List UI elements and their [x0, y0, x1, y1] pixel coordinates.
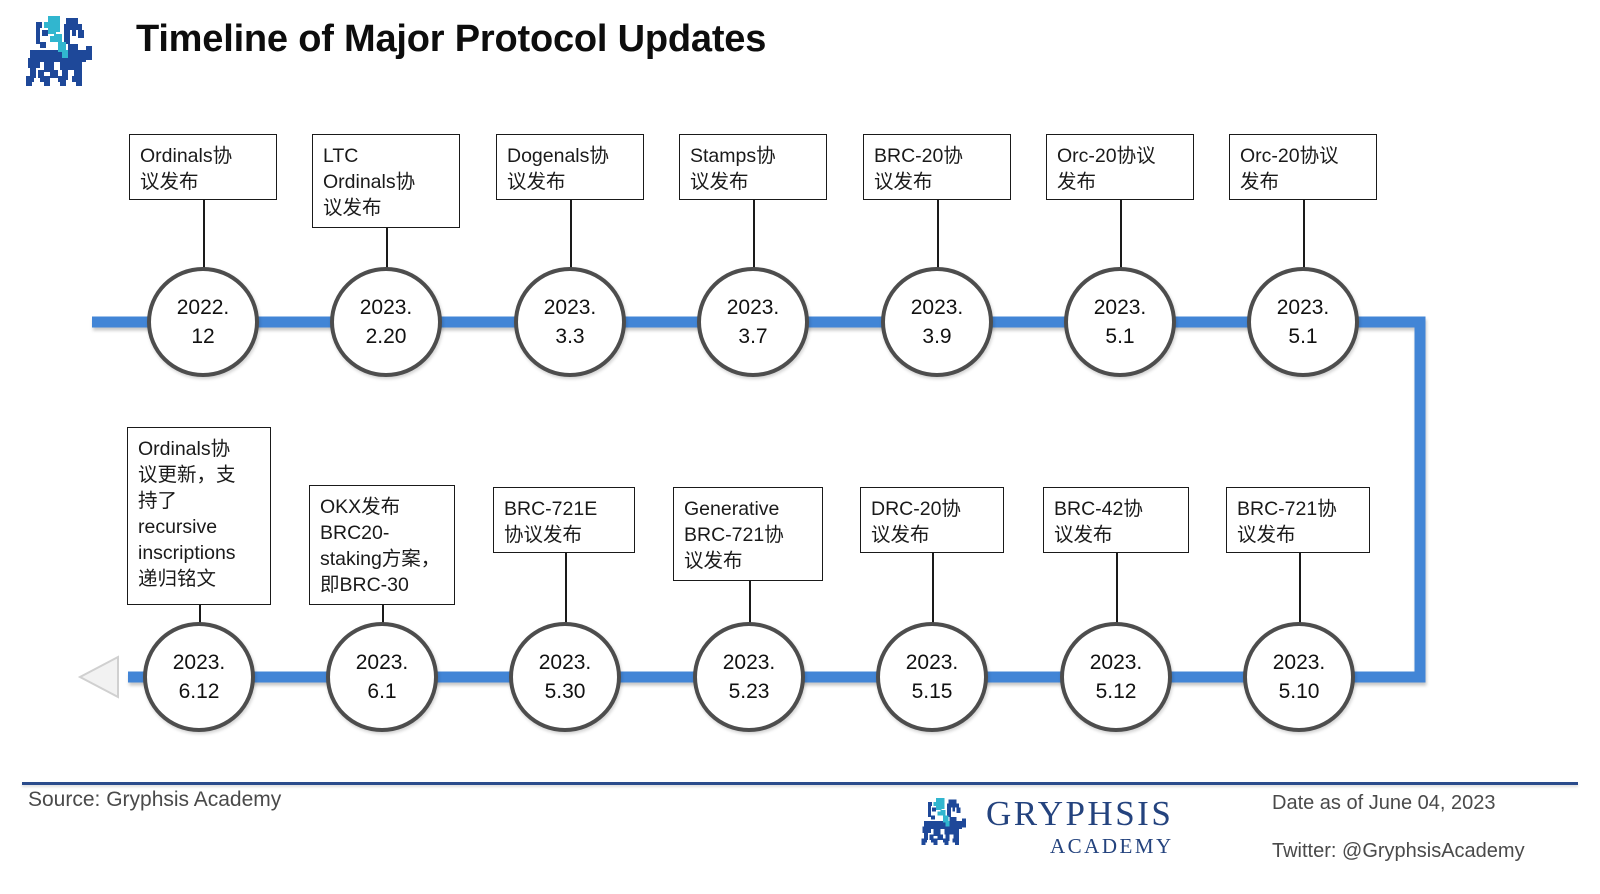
- event-label-box: Generative BRC-721协 议发布: [673, 487, 823, 581]
- timeline-node[interactable]: 2023. 5.12: [1060, 622, 1172, 732]
- twitter-handle: Twitter: @GryphsisAcademy: [1272, 840, 1525, 862]
- node-date-line1: 2023.: [543, 296, 597, 319]
- node-date-line2: 5.12: [1095, 680, 1137, 703]
- gryphsis-dragon-icon: [18, 14, 110, 92]
- timeline-node[interactable]: 2023. 3.3: [514, 267, 626, 377]
- event-label-box: Stamps协 议发布: [679, 134, 827, 200]
- footer-divider: [22, 782, 1578, 785]
- node-date-line1: 2023.: [726, 296, 780, 319]
- node-date-line2: 5.30: [544, 680, 586, 703]
- node-date-line2: 3.7: [738, 325, 768, 348]
- connector-stem: [749, 581, 751, 623]
- connector-stem: [386, 228, 388, 268]
- node-date-line1: 2023.: [905, 651, 959, 674]
- node-date-line1: 2023.: [538, 651, 592, 674]
- connector-stem: [1116, 553, 1118, 623]
- node-date-line1: 2023.: [355, 651, 409, 674]
- timeline-node[interactable]: 2023. 3.9: [881, 267, 993, 377]
- event-label-box: Orc-20协议 发布: [1046, 134, 1194, 200]
- node-date-line2: 3.9: [922, 325, 952, 348]
- node-date-line1: 2023.: [910, 296, 964, 319]
- event-label-box: Dogenals协 议发布: [496, 134, 644, 200]
- connector-stem: [932, 553, 934, 623]
- page-title: Timeline of Major Protocol Updates: [136, 18, 767, 60]
- event-label-box: BRC-42协 议发布: [1043, 487, 1189, 553]
- node-date-line1: 2023.: [722, 651, 776, 674]
- timeline-node[interactable]: 2023. 6.1: [326, 622, 438, 732]
- brand-subtitle: ACADEMY: [1050, 834, 1174, 858]
- event-label-box: BRC-721协 议发布: [1226, 487, 1370, 553]
- timeline-node[interactable]: 2023. 5.10: [1243, 622, 1355, 732]
- node-date-line1: 2023.: [1272, 651, 1326, 674]
- node-date-line2: 12: [191, 325, 215, 348]
- connector-stem: [203, 200, 205, 268]
- footer-brand-logo: GRYPHSIS ACADEMY: [916, 790, 1206, 862]
- event-label-box: OKX发布 BRC20- staking方案， 即BRC-30: [309, 485, 455, 605]
- node-date-line2: 5.1: [1288, 325, 1318, 348]
- node-date-line2: 6.1: [367, 680, 397, 703]
- node-date-line2: 3.3: [555, 325, 585, 348]
- timeline-node[interactable]: 2023. 6.12: [143, 622, 255, 732]
- node-date-line1: 2023.: [1276, 296, 1330, 319]
- node-date-line2: 5.10: [1278, 680, 1320, 703]
- event-label-box: BRC-20协 议发布: [863, 134, 1011, 200]
- connector-stem: [753, 200, 755, 268]
- event-label-box: Ordinals协 议发布: [129, 134, 277, 200]
- timeline-node[interactable]: 2023. 5.1: [1247, 267, 1359, 377]
- timeline-node[interactable]: 2023. 5.23: [693, 622, 805, 732]
- node-date-line1: 2022.: [176, 296, 230, 319]
- connector-stem: [570, 200, 572, 268]
- timeline-node[interactable]: 2023. 5.15: [876, 622, 988, 732]
- node-date-line1: 2023.: [359, 296, 413, 319]
- node-date-line2: 5.23: [728, 680, 770, 703]
- event-label-box: BRC-721E 协议发布: [493, 487, 635, 553]
- node-date-line1: 2023.: [1089, 651, 1143, 674]
- brand-name: GRYPHSIS: [986, 794, 1174, 833]
- connector-stem: [1299, 553, 1301, 623]
- timeline-arrowhead: [77, 655, 119, 699]
- node-date-line1: 2023.: [1093, 296, 1147, 319]
- page-header: Timeline of Major Protocol Updates: [0, 0, 1600, 100]
- event-label-box: LTC Ordinals协 议发布: [312, 134, 460, 228]
- connector-stem: [565, 553, 567, 623]
- source-attribution: Source: Gryphsis Academy: [28, 788, 282, 811]
- timeline-node[interactable]: 2023. 5.1: [1064, 267, 1176, 377]
- timeline-node[interactable]: 2022. 12: [147, 267, 259, 377]
- connector-stem: [199, 605, 201, 623]
- event-label-box: Ordinals协 议更新，支 持了 recursive inscription…: [127, 427, 271, 605]
- node-date-line2: 2.20: [365, 325, 407, 348]
- date-stamp: Date as of June 04, 2023: [1272, 792, 1496, 814]
- event-label-box: DRC-20协 议发布: [860, 487, 1004, 553]
- connector-stem: [937, 200, 939, 268]
- timeline-node[interactable]: 2023. 3.7: [697, 267, 809, 377]
- gryphsis-dragon-icon: [916, 792, 978, 854]
- timeline-diagram: Ordinals协 议发布 LTC Ordinals协 议发布 Dogenals…: [77, 134, 1426, 732]
- timeline-node[interactable]: 2023. 2.20: [330, 267, 442, 377]
- node-date-line2: 5.15: [911, 680, 953, 703]
- connector-stem: [1303, 200, 1305, 268]
- connector-stem: [1120, 200, 1122, 268]
- node-date-line1: 2023.: [172, 651, 226, 674]
- node-date-line2: 6.12: [178, 680, 220, 703]
- connector-stem: [382, 605, 384, 623]
- timeline-node[interactable]: 2023. 5.30: [509, 622, 621, 732]
- event-label-box: Orc-20协议 发布: [1229, 134, 1377, 200]
- node-date-line2: 5.1: [1105, 325, 1135, 348]
